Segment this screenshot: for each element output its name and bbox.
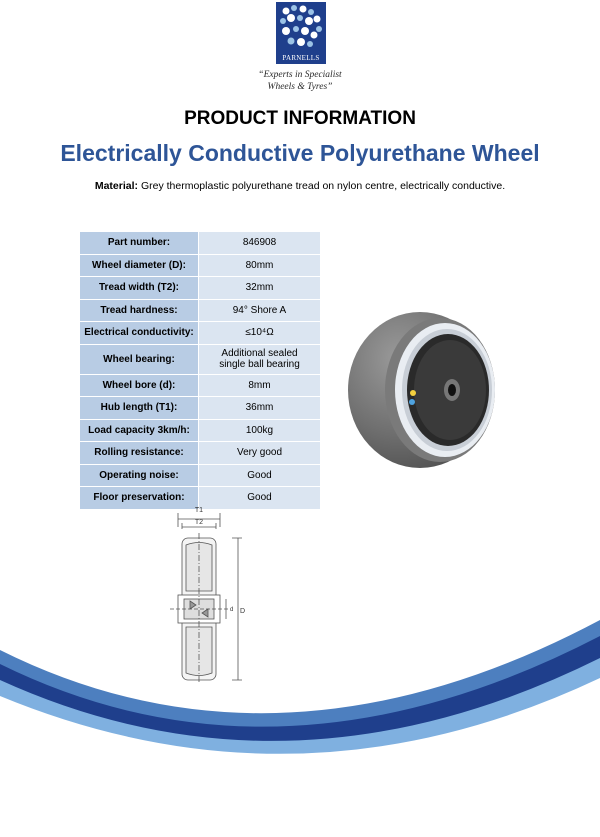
spec-value: 94° Shore A <box>198 298 321 322</box>
material-text: Grey thermoplastic polyurethane tread on… <box>140 180 506 192</box>
spec-label: Wheel diameter (D): <box>79 253 199 277</box>
spec-row: Rolling resistance:Very good <box>79 441 321 465</box>
spec-value: 80mm <box>198 253 321 277</box>
spec-value-line-2: single ball bearing <box>219 359 300 370</box>
spec-label: Wheel bearing: <box>79 343 199 375</box>
logo-name: PARNELLS <box>282 54 320 62</box>
material-line: Material: Grey thermoplastic polyurethan… <box>0 180 600 192</box>
spec-row: Tread hardness:94° Shore A <box>79 298 321 322</box>
drawing-label-D: D <box>240 608 245 615</box>
product-title: Electrically Conductive Polyurethane Whe… <box>60 140 540 166</box>
spec-value: Good <box>198 463 321 487</box>
drawing-label-d: d <box>230 607 233 613</box>
spec-label: Wheel bore (d): <box>79 373 199 397</box>
spec-label: Hub length (T1): <box>79 396 199 420</box>
wheel-photo <box>348 312 495 468</box>
spec-row: Part number:846908 <box>79 231 321 255</box>
spec-row: Electrical conductivity:≤10⁴Ω <box>79 321 321 345</box>
tagline-line-2: Wheels & Tyres” <box>267 82 333 92</box>
spec-label: Load capacity 3km/h: <box>79 418 199 442</box>
wheel-drawing: T1 T2 d D <box>170 507 245 683</box>
spec-row: Wheel bore (d):8mm <box>79 373 321 397</box>
spec-row: Load capacity 3km/h:100kg <box>79 418 321 442</box>
parnells-logo: PARNELLS <box>276 2 326 64</box>
spec-row: Tread width (T2):32mm <box>79 276 321 300</box>
spec-label: Tread width (T2): <box>79 276 199 300</box>
spec-value-line-1: Additional sealed <box>221 348 298 359</box>
logo-dots-icon <box>280 5 322 47</box>
spec-row: Wheel diameter (D):80mm <box>79 253 321 277</box>
spec-table: Part number:846908 Wheel diameter (D):80… <box>79 231 321 510</box>
spec-row: Operating noise:Good <box>79 463 321 487</box>
page-heading: PRODUCT INFORMATION <box>184 108 416 129</box>
spec-value: 100kg <box>198 418 321 442</box>
spec-label: Part number: <box>79 231 199 255</box>
spec-value: 846908 <box>198 231 321 255</box>
spec-value: ≤10⁴Ω <box>198 321 321 345</box>
spec-label: Tread hardness: <box>79 298 199 322</box>
spec-label: Rolling resistance: <box>79 441 199 465</box>
spec-row: Floor preservation:Good <box>79 486 321 510</box>
spec-label: Floor preservation: <box>79 486 199 510</box>
spec-label: Operating noise: <box>79 463 199 487</box>
spec-value: Very good <box>198 441 321 465</box>
tagline-line-1: “Experts in Specialist <box>258 70 342 80</box>
spec-value: 36mm <box>198 396 321 420</box>
spec-row: Hub length (T1):36mm <box>79 396 321 420</box>
spec-label: Electrical conductivity: <box>79 321 199 345</box>
spec-value: Good <box>198 486 321 510</box>
footer-swoosh <box>0 620 600 837</box>
spec-value: 32mm <box>198 276 321 300</box>
drawing-label-t1: T1 <box>195 507 203 514</box>
spec-value: 8mm <box>198 373 321 397</box>
material-label: Material: <box>94 180 139 192</box>
drawing-label-t2: T2 <box>195 519 203 526</box>
logo-tagline: “Experts in Specialist Wheels & Tyres” <box>200 69 400 93</box>
